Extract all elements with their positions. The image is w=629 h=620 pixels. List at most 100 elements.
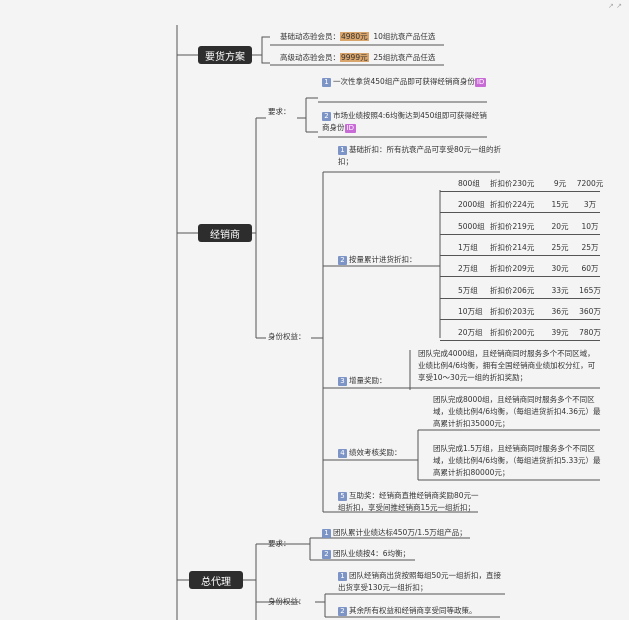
- tier-price: 折扣价219元: [490, 222, 535, 231]
- tier-underline: [440, 191, 600, 192]
- dealer-right-5-text: 互助奖：经销商直推经销商奖励80元一组折扣，享受间推经销商15元一组折扣；: [338, 491, 479, 512]
- tier-total: 10万: [581, 222, 599, 231]
- dealer-right-4-num: 4: [338, 448, 347, 458]
- tier-row: 800组 折扣价230元 9元 7200元: [458, 178, 605, 189]
- tier-price: 折扣价203元: [490, 307, 535, 316]
- node-plan[interactable]: 要货方案: [198, 46, 252, 64]
- tier-total: 60万: [581, 264, 599, 273]
- dealer-req-2-text: 市场业绩按照4:6均衡达到450组即可获得经销商身份: [322, 111, 487, 132]
- dealer-right-2-num: 2: [338, 255, 347, 265]
- tier-total: 165万: [579, 286, 601, 295]
- agent-req-2-num: 2: [322, 549, 331, 559]
- dealer-req-label: 要求：: [268, 107, 291, 116]
- tier-qty: 20万组: [458, 328, 483, 337]
- tier-qty: 5万组: [458, 286, 478, 295]
- tier-row: 5000组折扣价219元 20元 10万: [458, 221, 605, 232]
- tier-disc: 9元: [553, 179, 567, 188]
- tier-total: 3万: [583, 200, 597, 209]
- tier-total: 7200元: [576, 179, 604, 188]
- dealer-rights-label: 身份权益：: [268, 332, 306, 341]
- tier-row: 5万组 折扣价206元 33元 165万: [458, 285, 605, 296]
- plan-senior-price: 9999元: [340, 53, 369, 62]
- tier-row: 20万组折扣价200元 39元 780万: [458, 327, 605, 338]
- dealer-right-3-detail: 团队完成4000组，且经销商同时服务多个不同区域，业绩比例4/6均衡，拥有全国经…: [418, 349, 596, 382]
- agent-right-1-num: 1: [338, 571, 347, 581]
- dealer-right-5-num: 5: [338, 491, 347, 501]
- tier-disc: 15元: [551, 200, 569, 209]
- tier-underline: [440, 212, 600, 213]
- plan-basic: 基础动态验会员：4980元 10组抗衰产品任选: [280, 31, 435, 43]
- tier-price: 折扣价224元: [490, 200, 535, 209]
- tier-price: 折扣价209元: [490, 264, 535, 273]
- node-dealer[interactable]: 经销商: [198, 224, 252, 242]
- dealer-req-2-num: 2: [322, 111, 331, 121]
- dealer-req-1-text: 一次性拿货450组产品即可获得经销商身份: [333, 77, 475, 86]
- tier-underline: [440, 255, 600, 256]
- tier-qty: 800组: [458, 179, 480, 188]
- agent-req-1-text: 团队累计业绩达标450万/1.5万组产品；: [333, 528, 467, 537]
- tier-underline: [440, 276, 600, 277]
- tier-disc: 30元: [551, 264, 569, 273]
- tier-row: 2万组 折扣价209元 30元 60万: [458, 263, 605, 274]
- dealer-right-1-num: 1: [338, 145, 347, 155]
- tier-qty: 1万组: [458, 243, 478, 252]
- tier-qty: 10万组: [458, 307, 483, 316]
- agent-right-2-text: 其余所有权益和经销商享受同等政策。: [349, 606, 477, 615]
- tier-price: 折扣价200元: [490, 328, 535, 337]
- agent-right-2-num: 2: [338, 606, 347, 616]
- agent-req-2-text: 团队业绩按4：6均衡；: [333, 549, 411, 558]
- tier-qty: 2万组: [458, 264, 478, 273]
- plan-basic-post: 10组抗衰产品任选: [373, 32, 436, 41]
- tier-underline: [440, 340, 600, 341]
- tier-underline: [440, 234, 600, 235]
- tier-price: 折扣价230元: [490, 179, 535, 188]
- plan-senior-post: 25组抗衰产品任选: [373, 53, 436, 62]
- dealer-right-2-text: 按量累计进货折扣：: [349, 255, 417, 264]
- agent-right-1-text: 团队经销商出货按照每组50元一组折扣，直接出货享受130元一组折扣；: [338, 571, 502, 592]
- dealer-right-4-detail-1: 团队完成8000组，且经销商同时服务多个不同区域，业绩比例4/6均衡，（每组进货…: [433, 395, 601, 428]
- tier-qty: 2000组: [458, 200, 485, 209]
- tier-underline: [440, 298, 600, 299]
- tier-qty: 5000组: [458, 222, 485, 231]
- tier-total: 25万: [581, 243, 599, 252]
- agent-req-1-num: 1: [322, 528, 331, 538]
- tier-disc: 20元: [551, 222, 569, 231]
- id-icon: ID: [474, 77, 487, 87]
- tier-total: 360万: [579, 307, 601, 316]
- dealer-right-3-num: 3: [338, 376, 347, 386]
- tier-row: 2000组折扣价224元 15元 3万: [458, 199, 605, 210]
- tier-disc: 33元: [551, 286, 569, 295]
- plan-basic-pre: 基础动态验会员：: [280, 32, 340, 41]
- plan-basic-price: 4980元: [340, 32, 369, 41]
- tier-disc: 25元: [551, 243, 569, 252]
- agent-req-label: 要求：: [268, 539, 291, 548]
- dealer-right-4-detail-2: 团队完成1.5万组，且经销商同时服务多个不同区域，业绩比例4/6均衡，（每组进货…: [433, 444, 601, 477]
- dealer-right-1-text: 基础折扣：所有抗衰产品可享受80元一组的折扣；: [338, 145, 502, 166]
- tier-total: 780万: [579, 328, 601, 337]
- agent-rights-label: 身份权益：: [268, 597, 306, 606]
- node-agent[interactable]: 总代理: [189, 571, 243, 589]
- tier-underline: [440, 319, 600, 320]
- tier-price: 折扣价206元: [490, 286, 535, 295]
- id-icon: ID: [344, 123, 356, 133]
- tier-disc: 39元: [551, 328, 569, 337]
- plan-senior: 高级动态验会员：9999元 25组抗衰产品任选: [280, 52, 435, 64]
- watermark: ↗ ↗: [608, 2, 622, 10]
- dealer-req-1-num: 1: [322, 77, 331, 87]
- dealer-right-4-text: 绩效考核奖励：: [349, 448, 402, 457]
- plan-senior-pre: 高级动态验会员：: [280, 53, 340, 62]
